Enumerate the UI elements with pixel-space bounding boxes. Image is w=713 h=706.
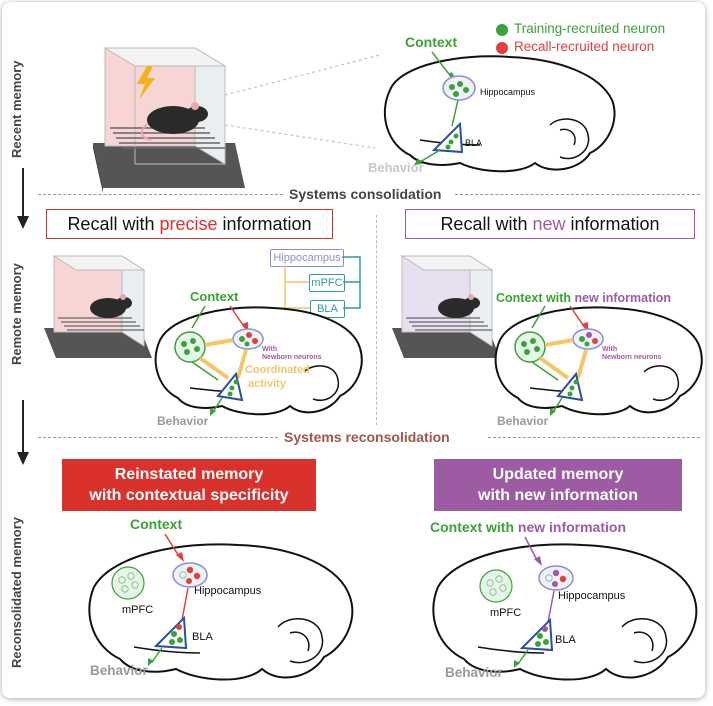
recon-left-behavior-label: Behavior	[90, 663, 148, 678]
recent-bla-label: BLA	[465, 138, 483, 148]
recon-left-bla-label: BLA	[192, 631, 213, 643]
recent-hippocampus-label: Hippocampus	[480, 87, 536, 97]
consolidation-divider-right	[455, 194, 700, 195]
remote-left-title-box: Recall with precise information	[46, 209, 333, 239]
legend-recall-label: Recall-recruited neuron	[514, 39, 655, 54]
recon-left-banner: Reinstated memory with contextual specif…	[62, 459, 316, 511]
remote-left-newborn: Newborn neurons	[262, 354, 322, 361]
remote-right-newborn: Newborn neurons	[602, 354, 662, 361]
remote-right-context-pre: Context with	[496, 291, 575, 305]
consolidation-divider-left	[38, 194, 283, 195]
remote-left-newborn-with: With	[262, 346, 278, 353]
recon-right-hippocampus-label: Hippocampus	[558, 590, 626, 602]
recon-left-mpfc-label: mPFC	[122, 604, 154, 616]
recon-left-context-label: Context	[130, 516, 183, 532]
remote-right-newborn-with: With	[602, 346, 618, 353]
training-dot	[496, 24, 508, 36]
remote-left-behavior-label: Behavior	[157, 414, 209, 428]
remote-right-context-label: Context with new information	[496, 291, 671, 305]
recon-right-context-pre: Context with	[430, 519, 518, 535]
recent-cage-illustration	[93, 47, 245, 193]
remote-right-title-highlight: new	[532, 214, 566, 234]
remote-left-title-pre: Recall with	[67, 214, 160, 234]
remote-left-title-highlight: precise	[159, 214, 218, 234]
tag-hippocampus: Hippocampus	[270, 249, 344, 267]
recon-right-context-highlight: new information	[517, 519, 627, 535]
remote-left-context-label: Context	[190, 289, 239, 304]
tag-mpfc: mPFC	[309, 274, 345, 292]
recon-right-behavior-label: Behavior	[445, 665, 503, 680]
tag-bla: BLA	[310, 300, 345, 318]
recent-behavior-label: Behavior	[368, 160, 424, 175]
recon-right-banner: Updated memory with new information	[434, 459, 682, 511]
recon-right-banner-line1: Updated memory	[492, 466, 624, 483]
systems-consolidation-label: Systems consolidation	[289, 186, 442, 202]
recent-context-label: Context	[405, 34, 458, 50]
recon-left-hippocampus-label: Hippocampus	[194, 585, 262, 597]
recon-right-bla-label: BLA	[555, 634, 576, 646]
remote-left-brain	[154, 306, 363, 416]
legend-training-label: Training-recruited neuron	[514, 21, 666, 36]
lightning-bolt-icon	[137, 66, 155, 100]
remote-right-context-highlight: new information	[574, 291, 671, 305]
remote-right-cage-illustration	[392, 255, 500, 358]
remote-left-title-post: information	[217, 214, 312, 234]
remote-right-title-pre: Recall with	[440, 214, 533, 234]
recon-left-banner-line1: Reinstated memory	[114, 466, 264, 483]
recon-right-context-label: Context with new information	[430, 519, 626, 535]
remote-right-title-post: information	[565, 214, 660, 234]
remote-right-behavior-label: Behavior	[497, 414, 549, 428]
reconsolidation-divider-left	[38, 437, 278, 438]
timeline-arrows	[17, 168, 29, 465]
recon-right-banner-line2: with new information	[478, 487, 638, 504]
remote-vertical-divider	[376, 215, 377, 425]
recall-dot	[496, 42, 508, 54]
reconsolidation-divider-right	[488, 437, 700, 438]
recon-right-mpfc-label: mPFC	[490, 607, 522, 619]
legend: Training-recruited neuron Recall-recruit…	[496, 20, 706, 60]
remote-left-coordinated-2: activity	[248, 378, 286, 390]
systems-reconsolidation-label: Systems reconsolidation	[284, 429, 450, 445]
recon-left-banner-line2: with contextual specificity	[89, 487, 289, 504]
remote-left-coordinated-1: Coordinated	[245, 364, 310, 376]
remote-right-brain	[494, 306, 703, 416]
remote-right-title-box: Recall with new information	[405, 209, 695, 239]
remote-left-cage-illustration	[44, 255, 152, 358]
